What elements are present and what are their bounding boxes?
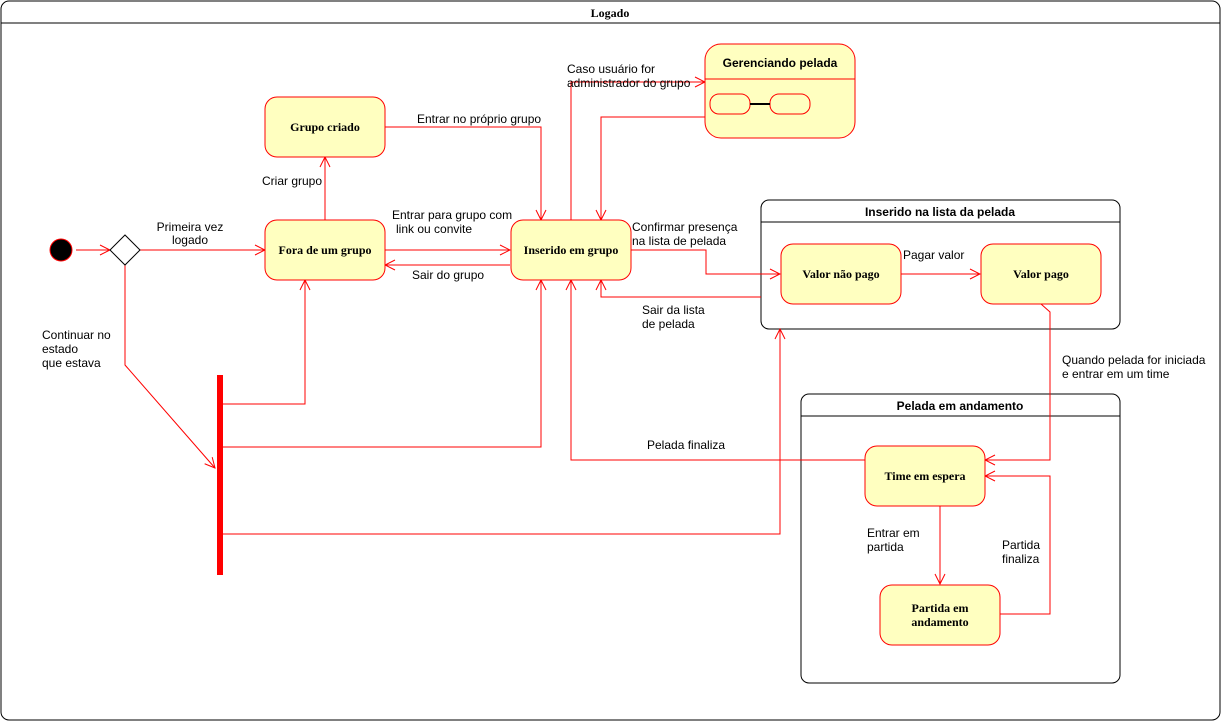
state-time-espera: Time em espera: [864, 445, 986, 507]
logado-title: Logado: [591, 6, 630, 20]
state-grupo-criado: Grupo criado: [264, 96, 386, 158]
edge-inserido-to-naopago: [631, 249, 780, 274]
state-partida-andamento: Partida em andamento: [879, 584, 1001, 646]
edge-decision-to-bar: [124, 265, 215, 468]
state-inserido-grupo: Inserido em grupo: [510, 219, 632, 281]
transitions: [76, 82, 1051, 615]
state-time-espera-label: Time em espera: [884, 469, 965, 483]
state-fora-grupo: Fora de um grupo: [264, 219, 386, 281]
state-grupo-criado-label: Grupo criado: [290, 120, 360, 134]
label-sair-lista-1: Sair da lista: [642, 303, 705, 317]
fork-bar: [217, 375, 223, 575]
state-inserido-grupo-label: Inserido em grupo: [524, 243, 619, 257]
label-entrar-link-1: Entrar para grupo com: [392, 208, 512, 222]
label-caso-admin-1: Caso usuário for: [567, 62, 655, 76]
label-pagar-valor: Pagar valor: [903, 248, 964, 262]
edge-bar-to-fora: [221, 280, 305, 405]
edge-bar-to-inserido: [221, 280, 541, 448]
label-entrar-proprio: Entrar no próprio grupo: [417, 112, 541, 126]
edge-pago-to-time: [985, 303, 1051, 460]
label-continuar-3: que estava: [42, 356, 101, 370]
edge-lista-to-inserido: [601, 280, 761, 298]
state-gerenciando-label: Gerenciando pelada: [723, 56, 838, 70]
label-primeira-vez-1: Primeira vez: [157, 220, 224, 234]
label-partida-finaliza-1: Partida: [1002, 538, 1040, 552]
edge-gerenciando-to-inserido: [601, 116, 705, 220]
substate-right: [769, 93, 811, 115]
state-partida-label-1: Partida em: [912, 601, 969, 615]
label-entrar-partida-2: partida: [867, 540, 904, 554]
edge-partida-to-time: [985, 476, 1051, 615]
label-confirmar-1: Confirmar presença: [632, 220, 738, 234]
label-primeira-vez-2: logado: [172, 233, 208, 247]
label-continuar-2: estado: [42, 342, 78, 356]
initial-node: [49, 238, 73, 262]
state-gerenciando-pelada: Gerenciando pelada: [704, 43, 856, 139]
label-caso-admin-2: administrador do grupo: [567, 76, 691, 90]
state-valor-pago: Valor pago: [980, 243, 1102, 305]
label-quando-2: e entrar em um time: [1062, 367, 1170, 381]
decision-node: [109, 234, 141, 266]
state-valor-nao-pago-label: Valor não pago: [802, 267, 879, 281]
label-sair-grupo: Sair do grupo: [412, 268, 484, 282]
label-partida-finaliza-2: finaliza: [1002, 552, 1040, 566]
label-confirmar-2: na lista de pelada: [632, 234, 726, 248]
state-fora-grupo-label: Fora de um grupo: [279, 243, 372, 257]
label-pelada-finaliza: Pelada finaliza: [647, 438, 725, 452]
label-sair-lista-2: de pelada: [642, 317, 695, 331]
state-partida-label-2: andamento: [911, 615, 968, 629]
label-entrar-link-2: link ou convite: [396, 222, 472, 236]
edge-labels: Primeira vez logado Continuar no estado …: [42, 62, 1206, 566]
composite-pelada-andamento-title: Pelada em andamento: [897, 399, 1024, 413]
edge-bar-to-lista: [221, 329, 780, 535]
edge-inserido-to-gerenciando: [570, 82, 705, 220]
label-quando-1: Quando pelada for iniciada: [1062, 353, 1206, 367]
edge-criado-to-inserido: [385, 126, 541, 220]
label-continuar-1: Continuar no: [42, 328, 111, 342]
substate-left: [709, 93, 751, 115]
state-valor-pago-label: Valor pago: [1013, 267, 1069, 281]
label-entrar-partida-1: Entrar em: [867, 526, 920, 540]
edge-time-to-inserido: [571, 280, 865, 461]
composite-lista-pelada-title: Inserido na lista da pelada: [865, 205, 1015, 219]
state-valor-nao-pago: Valor não pago: [780, 243, 902, 305]
label-criar-grupo: Criar grupo: [262, 174, 322, 188]
